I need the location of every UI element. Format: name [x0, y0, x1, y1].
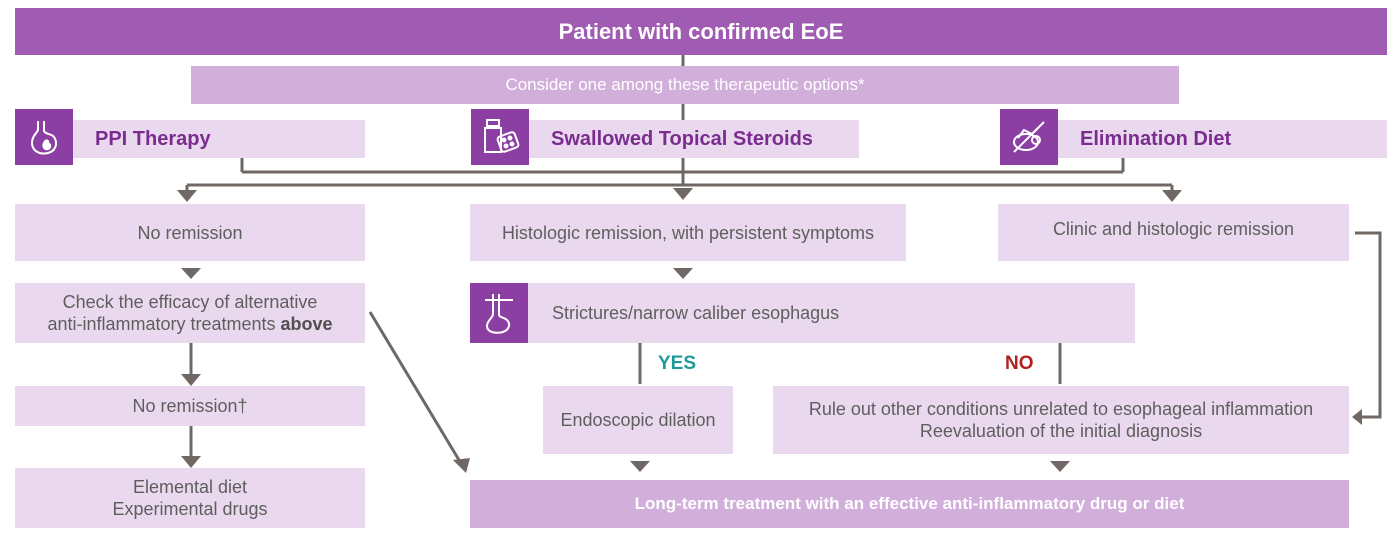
rule-out-box: Rule out other conditions unrelated to e…	[773, 386, 1349, 454]
clinic-remission-box: Clinic and histologic remission	[998, 204, 1349, 261]
check-efficacy-line2: anti-inflammatory treatments above	[47, 313, 332, 335]
no-remission-dagger-box: No remission†	[15, 386, 365, 426]
check-efficacy-box: Check the efficacy of alternative anti-i…	[15, 283, 365, 343]
therapy-diet: Elimination Diet	[1000, 120, 1387, 158]
check-efficacy-bold: above	[280, 314, 333, 334]
therapy-steroids-label: Swallowed Topical Steroids	[551, 128, 813, 150]
elemental-diet-box: Elemental diet Experimental drugs	[15, 468, 365, 528]
consider-text: Consider one among these therapeutic opt…	[505, 75, 865, 94]
long-term-banner: Long-term treatment with an effective an…	[470, 480, 1349, 528]
no-remission-dagger-text: No remission†	[132, 396, 248, 416]
therapy-ppi: PPI Therapy	[15, 120, 365, 158]
no-remission-text: No remission	[137, 222, 243, 243]
consider-banner: Consider one among these therapeutic opt…	[191, 66, 1179, 104]
strictures-text: Strictures/narrow caliber esophagus	[552, 303, 840, 323]
experimental-drugs-text: Experimental drugs	[112, 499, 268, 519]
long-term-text: Long-term treatment with an effective an…	[634, 494, 1185, 513]
no-remission-box: No remission	[15, 204, 365, 261]
esophagus-icon	[470, 283, 528, 343]
check-efficacy-line2-text: anti-inflammatory treatments	[47, 314, 281, 334]
therapy-ppi-label: PPI Therapy	[95, 128, 211, 150]
check-efficacy-line1: Check the efficacy of alternative	[62, 292, 318, 312]
pills-bottle-icon	[471, 109, 529, 165]
endoscopic-dilation-box: Endoscopic dilation	[543, 386, 733, 454]
elemental-diet-text: Elemental diet	[132, 477, 248, 497]
no-label: NO	[1005, 353, 1034, 374]
stomach-icon	[15, 109, 73, 165]
endoscopic-dilation-text: Endoscopic dilation	[560, 410, 716, 430]
header-title: Patient with confirmed EoE	[558, 18, 844, 44]
strictures-box: Strictures/narrow caliber esophagus	[470, 283, 1135, 343]
no-food-icon	[1000, 109, 1058, 165]
clinic-remission-text: Clinic and histologic remission	[1052, 219, 1295, 239]
therapy-diet-label: Elimination Diet	[1080, 128, 1232, 150]
histologic-remission-text: Histologic remission, with persistent sy…	[501, 222, 875, 243]
reevaluation-text: Reevaluation of the initial diagnosis	[919, 421, 1203, 441]
therapy-steroids: Swallowed Topical Steroids	[471, 120, 859, 158]
histologic-remission-box: Histologic remission, with persistent sy…	[470, 204, 906, 261]
rule-out-text: Rule out other conditions unrelated to e…	[808, 399, 1314, 419]
header-banner: Patient with confirmed EoE	[15, 8, 1387, 55]
yes-label: YES	[658, 353, 697, 374]
